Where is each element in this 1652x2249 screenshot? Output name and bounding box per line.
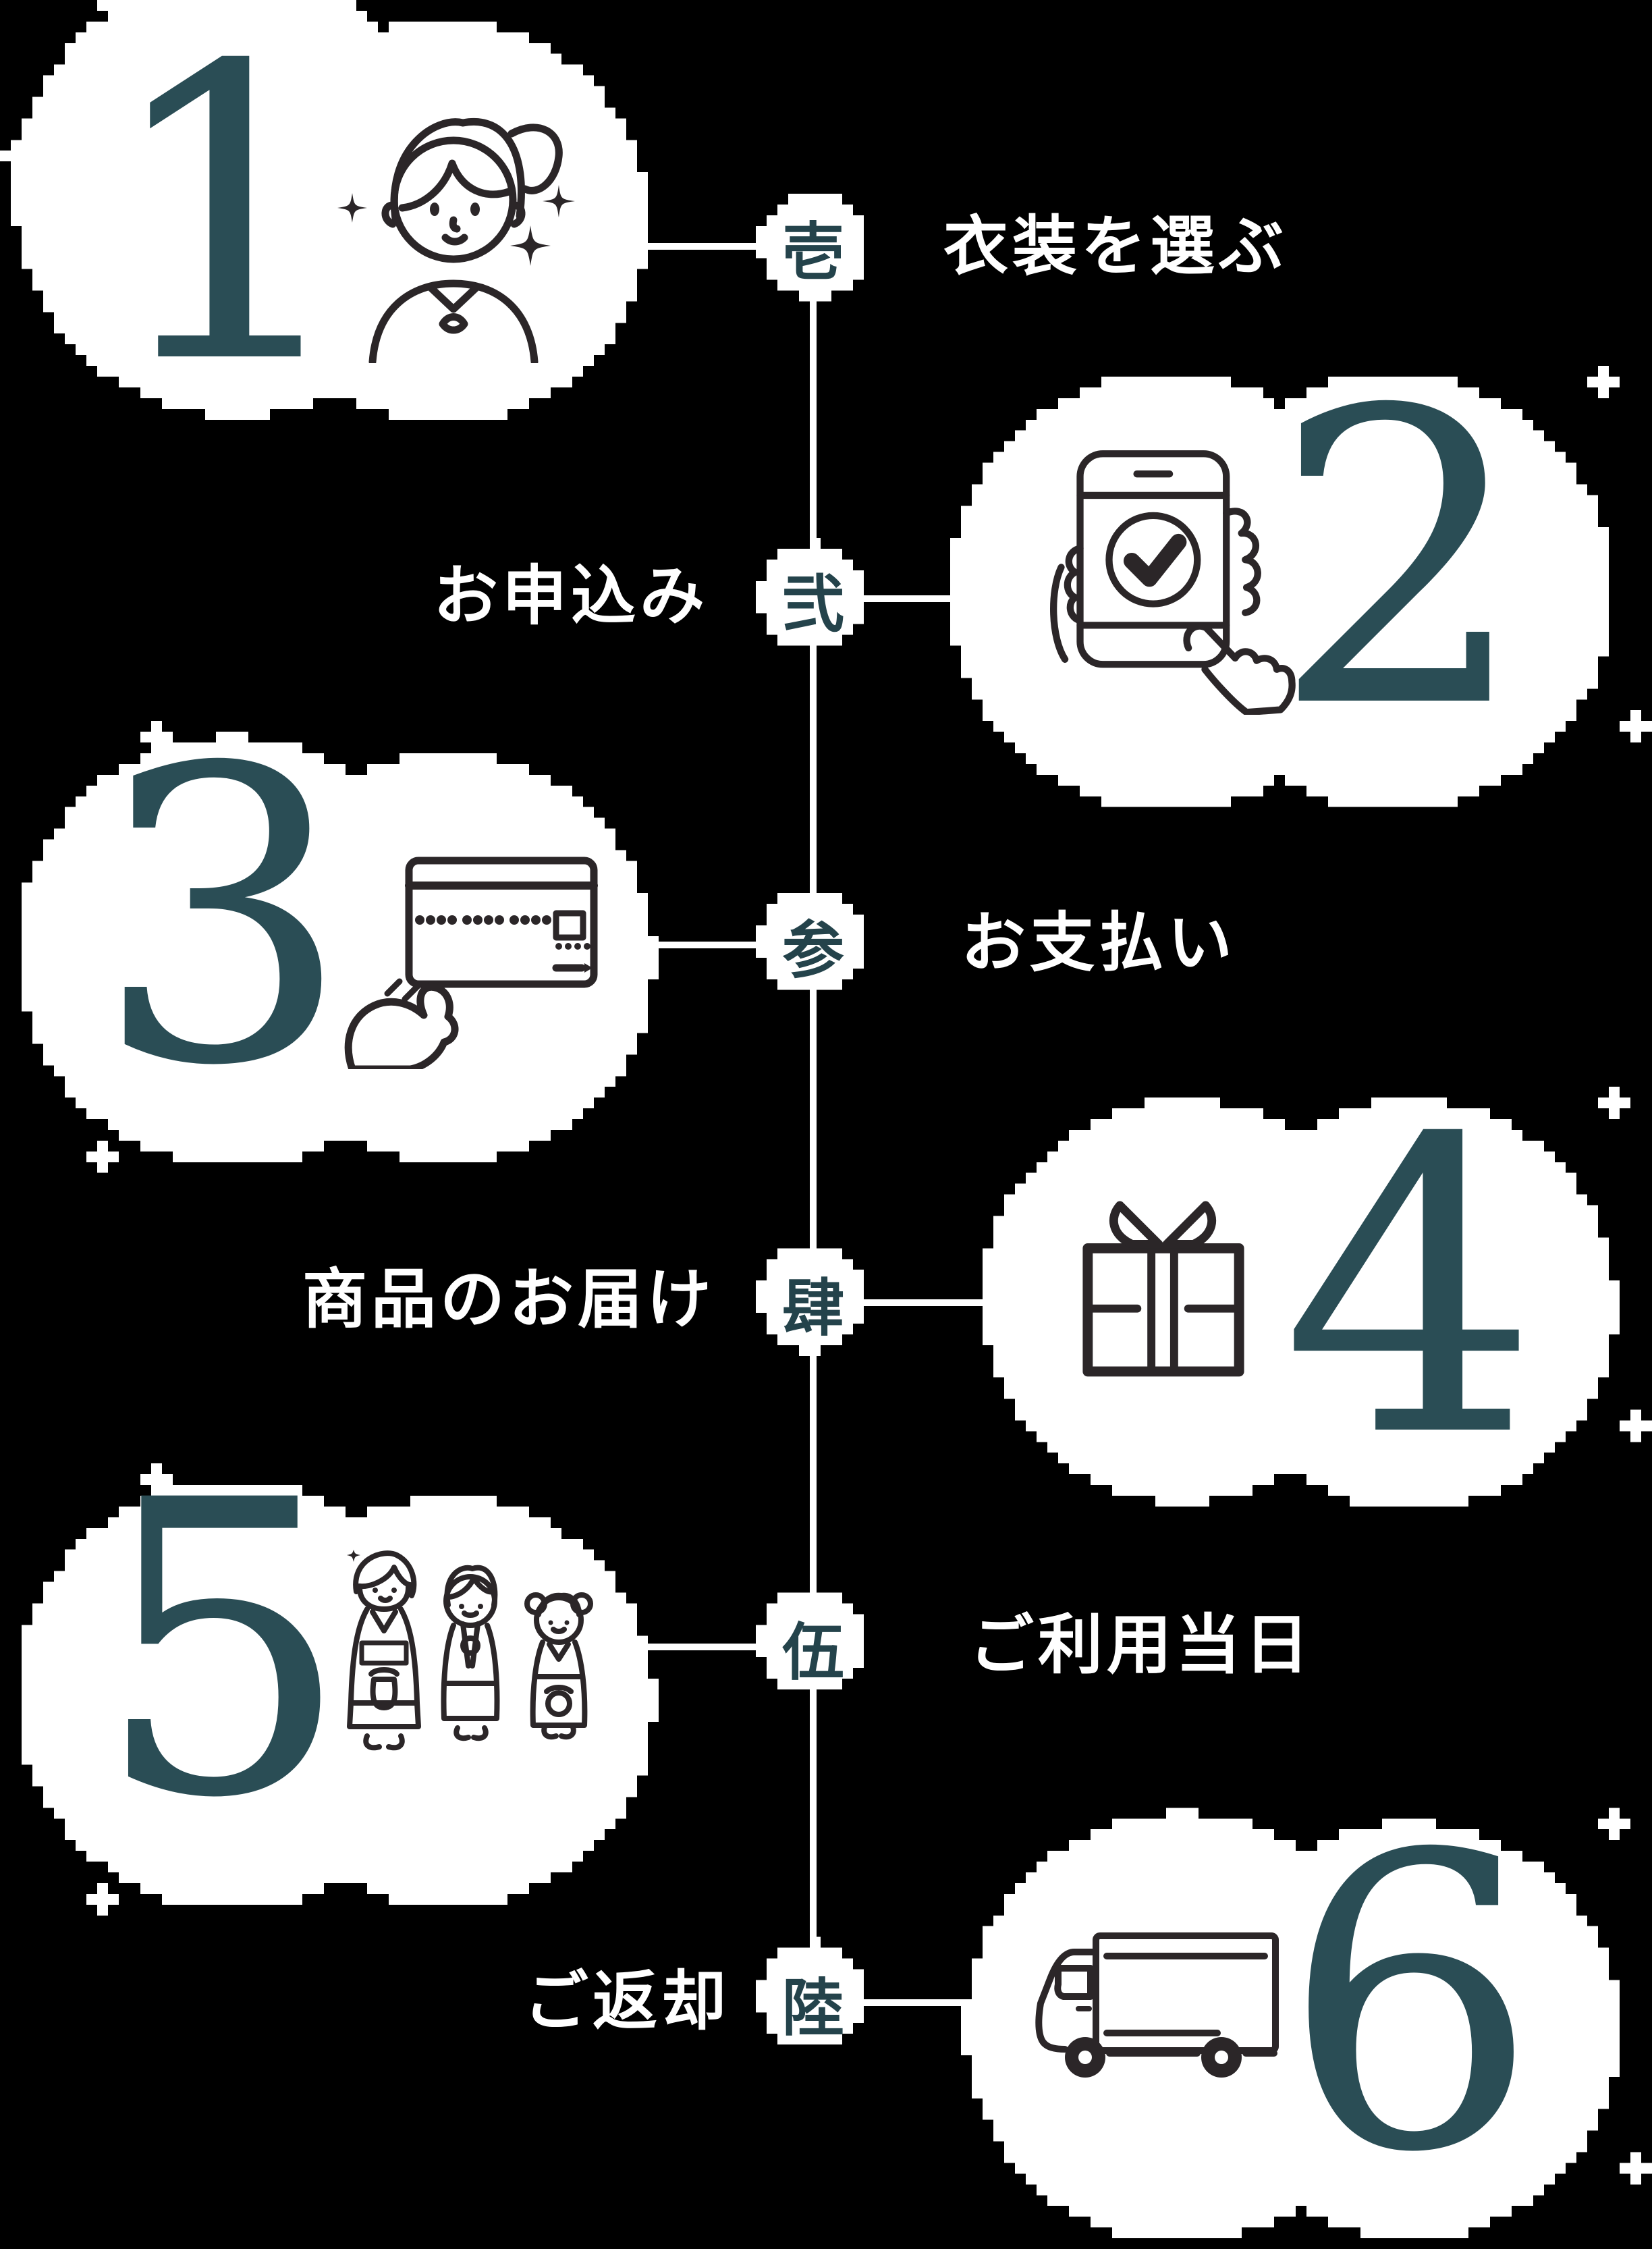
phone-tap-icon [1050, 450, 1296, 715]
step-6-number: 6 [1282, 1769, 1539, 2241]
step-3-label: お支払い [961, 905, 1236, 981]
person-sparkle-icon [337, 118, 575, 363]
step-4-badge-kanji: 肆 [781, 1272, 844, 1345]
connector-line-5 [574, 1644, 813, 1650]
step-1-number: 1 [101, 0, 358, 452]
step-1-label: 衣装を選ぶ [943, 209, 1288, 284]
step-3-number: 3 [94, 682, 352, 1154]
gift-box-icon [1082, 1201, 1244, 1377]
connector-line-6 [813, 1999, 1049, 2006]
step-3-badge-kanji: 参 [781, 914, 844, 987]
delivery-truck-icon [1035, 1932, 1279, 2078]
step-6-badge-kanji: 陸 [781, 1972, 844, 2044]
timeline-line [810, 246, 817, 2003]
step-6-label: ご返却 [524, 1963, 730, 2039]
step-2-label: お申込み [433, 558, 709, 634]
step-4-number: 4 [1282, 1054, 1539, 1525]
step-2-number: 2 [1271, 325, 1529, 796]
connector-line-2 [813, 595, 1049, 602]
credit-card-icon [344, 857, 598, 1069]
step-4-label: 商品のお届け [302, 1262, 715, 1337]
family-kimono-icon [347, 1550, 593, 1751]
connector-line-3 [574, 942, 813, 948]
step-1-badge-kanji: 壱 [781, 215, 844, 288]
connector-line-4 [813, 1299, 1049, 1306]
step-5-badge-kanji: 伍 [781, 1616, 844, 1689]
step-5-number: 5 [94, 1415, 352, 1887]
step-5-label: ご利用当日 [969, 1607, 1313, 1683]
connector-line-1 [574, 243, 813, 250]
step-2-badge-kanji: 弐 [781, 568, 844, 641]
